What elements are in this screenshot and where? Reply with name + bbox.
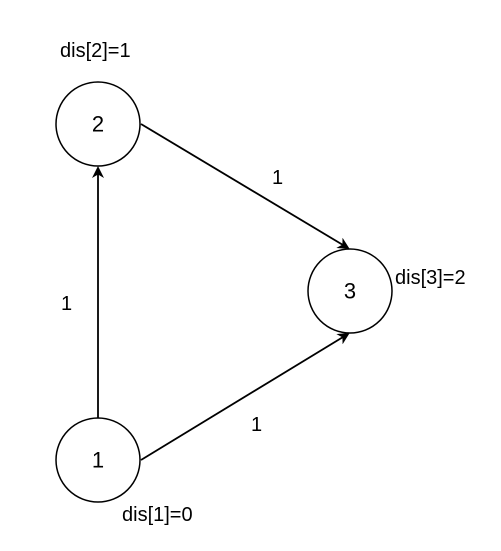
dist-label-node-3: dis[3]=2	[395, 267, 466, 289]
node-1-circle	[55, 417, 141, 503]
node-1: 1	[55, 417, 141, 503]
node-2-label: 2	[92, 112, 104, 137]
dist-label-node-1: dis[1]=0	[122, 504, 193, 526]
node-2-circle	[55, 81, 141, 167]
node-3: 3	[307, 248, 393, 334]
edge-2-to-3	[140, 123, 350, 250]
dist-label-node-2: dis[2]=1	[60, 40, 131, 62]
node-3-circle	[307, 248, 393, 334]
edge-weight-2-3: 1	[272, 167, 283, 189]
edge-1-to-3	[140, 332, 350, 461]
node-1-label: 1	[92, 448, 104, 473]
node-2: 2	[55, 81, 141, 167]
node-3-label: 3	[344, 279, 356, 304]
edge-weight-1-3: 1	[251, 414, 262, 436]
edge-weight-1-2: 1	[61, 293, 72, 315]
